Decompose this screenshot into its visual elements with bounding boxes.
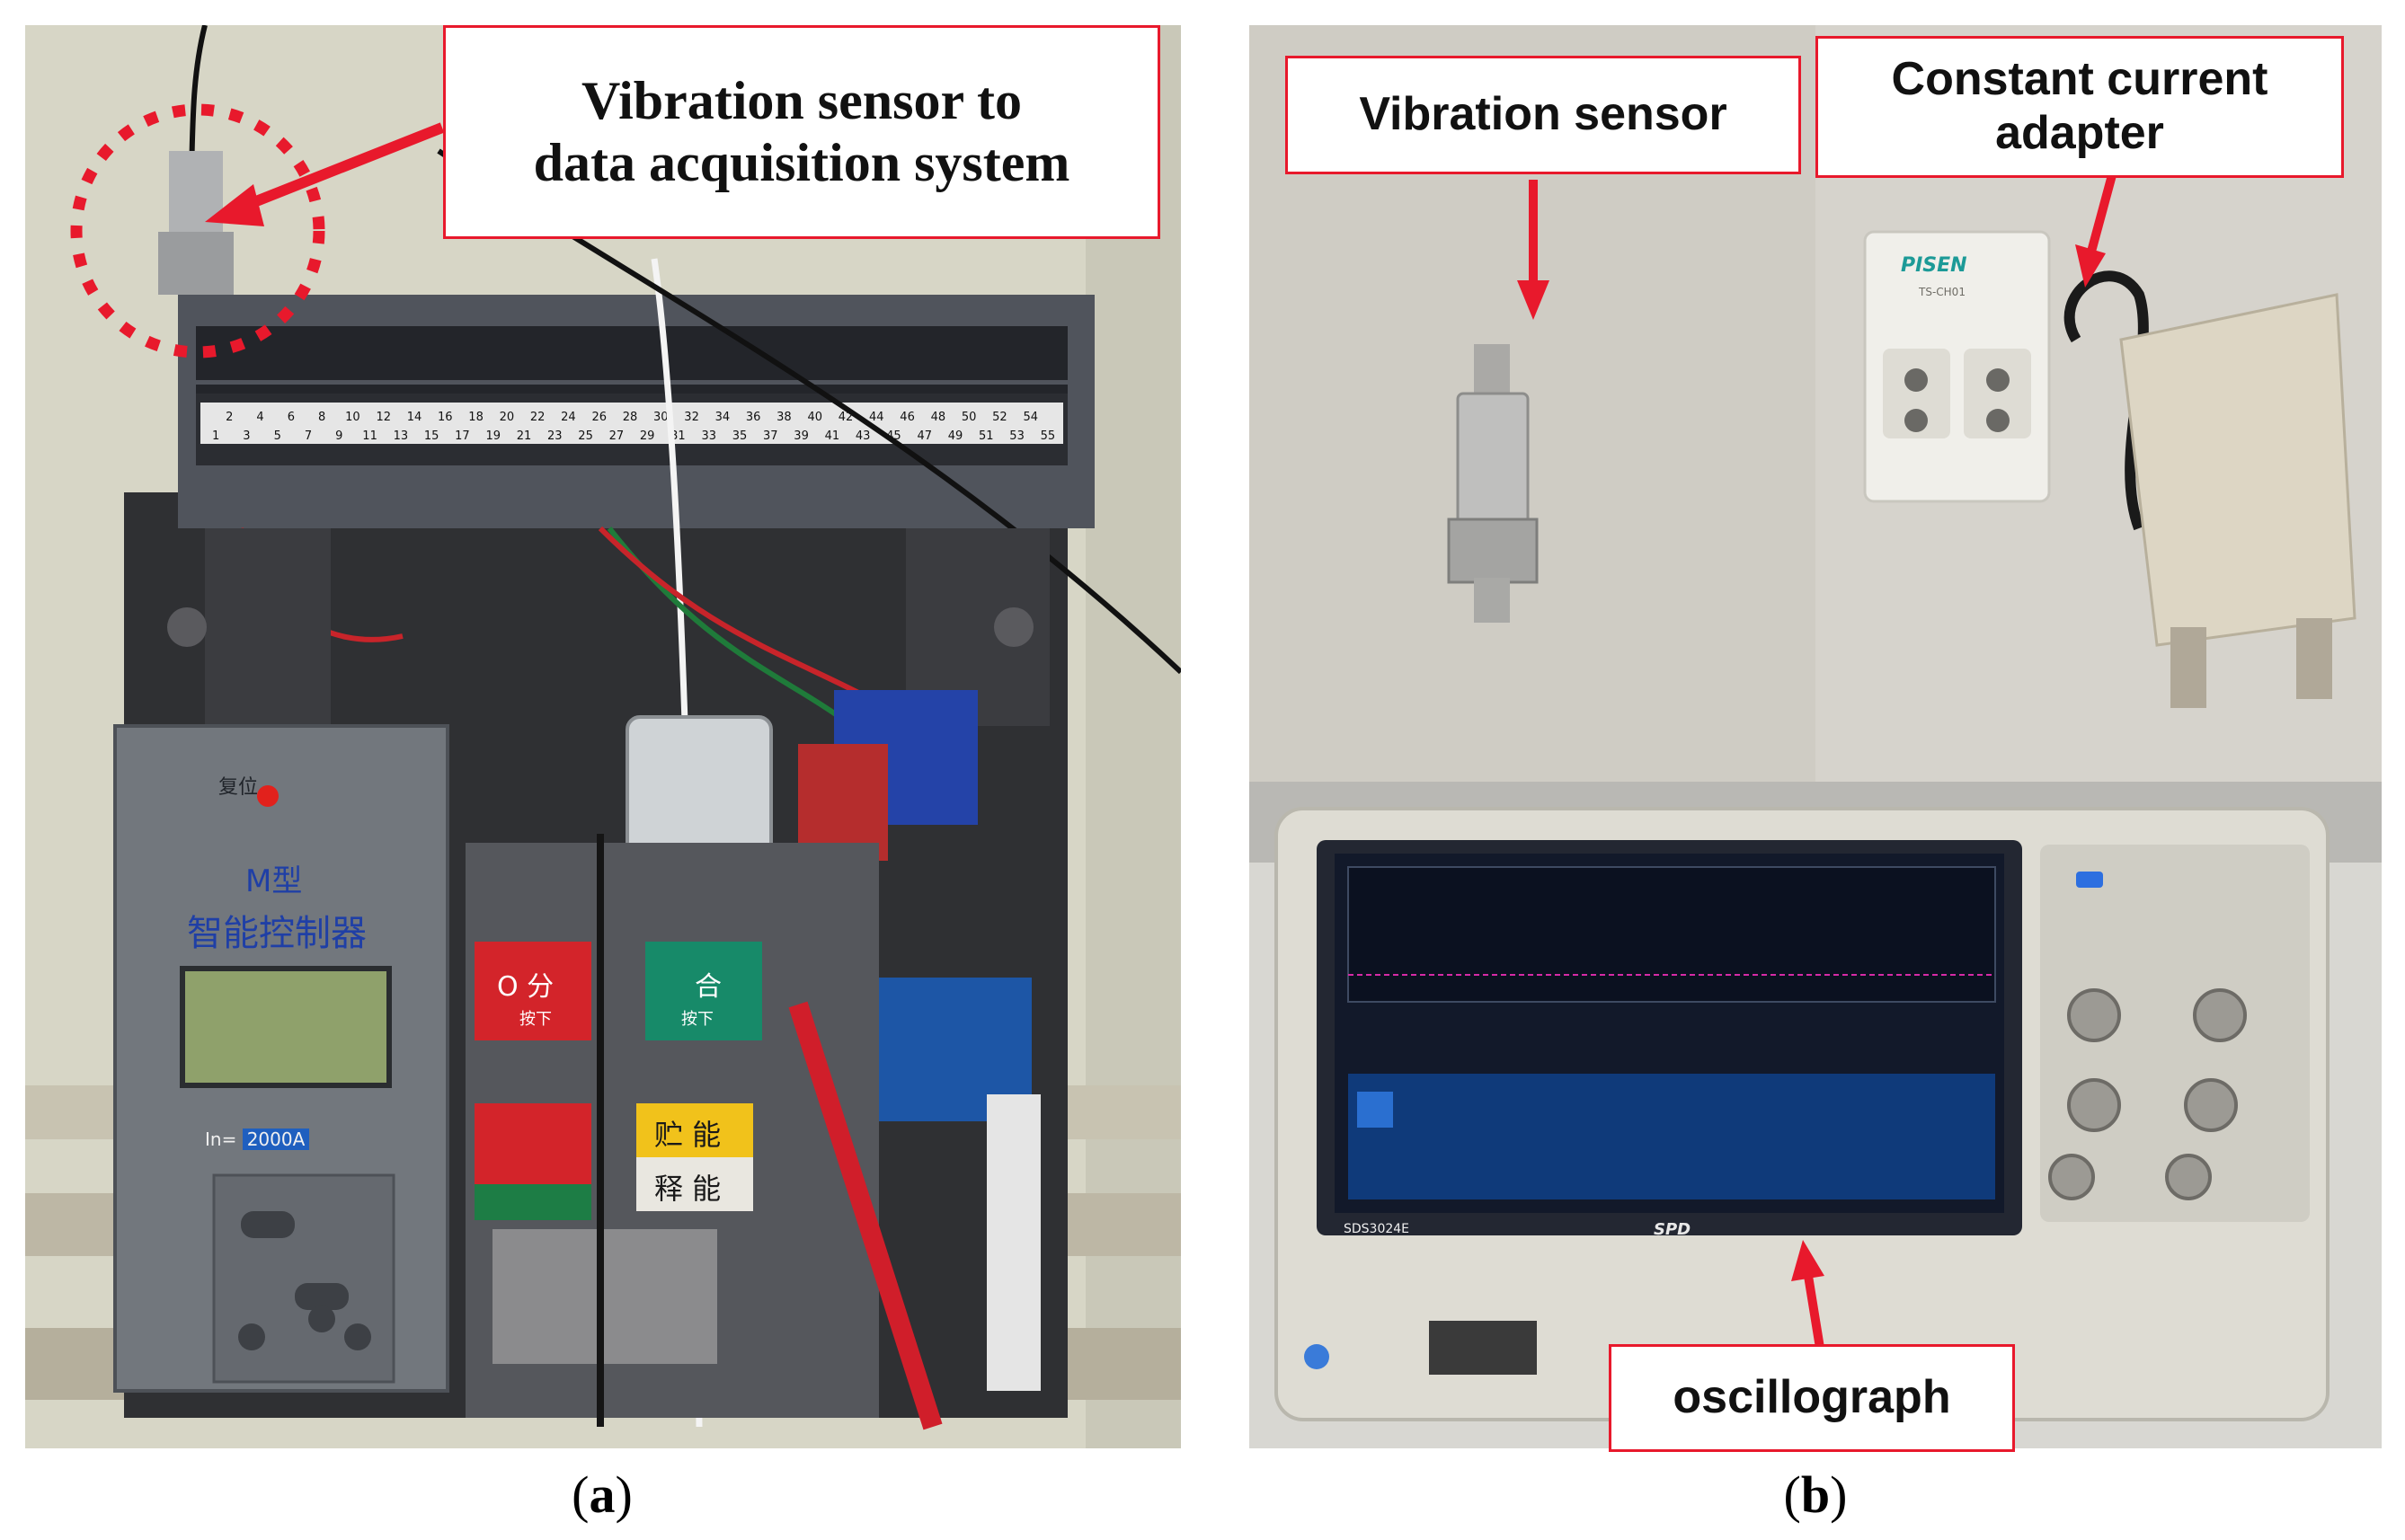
- terminal-number-top: 22: [530, 411, 546, 424]
- open-button-label: O 分: [497, 971, 555, 1003]
- callout-vibration-sensor: Vibration sensor: [1285, 56, 1801, 174]
- terminal-number-top: 26: [591, 411, 607, 424]
- terminal-strip-background: [200, 403, 1063, 444]
- controller-name: 智能控制器: [187, 913, 367, 954]
- panel-letter-b: b: [1800, 1465, 1831, 1524]
- terminal-number-top: 6: [288, 411, 295, 424]
- terminal-number-bottom: 41: [825, 429, 840, 443]
- terminal-number-bottom: 23: [547, 429, 563, 443]
- terminal-number-top: 36: [746, 411, 761, 424]
- terminal-number-bottom: 43: [856, 429, 871, 443]
- terminal-number-top: 24: [561, 411, 576, 424]
- terminal-number-top: 30: [653, 411, 669, 424]
- callout-constant-current-adapter: Constant current adapter: [1815, 36, 2344, 178]
- callout-oscillograph: oscillograph: [1609, 1344, 2015, 1452]
- terminal-number-top: 18: [468, 411, 484, 424]
- scope-up-arrow-head: [1791, 1240, 1824, 1281]
- terminal-number-top: 32: [684, 411, 699, 424]
- terminal-number-bottom: 33: [701, 429, 716, 443]
- callout-vibration-sensor-to-daq: Vibration sensor to data acquisition sys…: [443, 25, 1160, 239]
- in-label-text: In=: [205, 1128, 237, 1150]
- in-label: In= 2000A: [205, 1128, 310, 1150]
- released-label: 释 能: [654, 1172, 722, 1206]
- terminal-number-bottom: 3: [243, 429, 250, 443]
- terminal-number-bottom: 39: [794, 429, 809, 443]
- scope-brand: SPD: [1654, 1220, 1691, 1239]
- terminal-number-top: 8: [318, 411, 325, 424]
- terminal-number-bottom: 1: [212, 429, 219, 443]
- panel-label-b: (b): [1783, 1465, 1848, 1524]
- terminal-number-top: 40: [807, 411, 822, 424]
- terminal-number-top: 46: [900, 411, 915, 424]
- terminal-number-top: 14: [407, 411, 422, 424]
- terminal-number-top: 34: [715, 411, 731, 424]
- adapter-brand: PISEN: [1901, 254, 1967, 277]
- terminal-number-top: 12: [376, 411, 391, 424]
- terminal-number-top: 38: [777, 411, 792, 424]
- terminal-number-bottom: 25: [578, 429, 593, 443]
- callout-line-2: data acquisition system: [533, 133, 1070, 192]
- terminal-number-bottom: 51: [979, 429, 994, 443]
- terminal-number-bottom: 37: [763, 429, 778, 443]
- terminal-number-bottom: 7: [305, 429, 312, 443]
- terminal-number-top: 16: [438, 411, 453, 424]
- scope-model: SDS3024E: [1344, 1222, 1410, 1236]
- sensor-highlight-circle: [70, 103, 325, 358]
- open-button-sublabel: 按下: [519, 1010, 552, 1029]
- terminal-number-bottom: 13: [394, 429, 409, 443]
- adapter-down-arrow-head: [2075, 244, 2106, 288]
- adapter-model: TS-CH01: [1919, 286, 1966, 298]
- close-button-sublabel: 按下: [681, 1010, 714, 1029]
- terminal-number-bottom: 53: [1009, 429, 1025, 443]
- terminal-number-bottom: 35: [732, 429, 748, 443]
- terminal-number-top: 54: [1023, 411, 1038, 424]
- close-button-label: 合: [695, 971, 722, 1003]
- controller-model: M型: [245, 863, 303, 899]
- scope-up-arrow: [1804, 1275, 1824, 1349]
- terminal-number-top: 20: [500, 411, 515, 424]
- terminal-number-bottom: 29: [640, 429, 655, 443]
- terminal-number-bottom: 47: [917, 429, 932, 443]
- terminal-number-bottom: 27: [609, 429, 625, 443]
- sensor-down-arrow-head: [1517, 280, 1549, 320]
- callout-line-1: Vibration sensor to: [581, 71, 1023, 130]
- terminal-number-top: 10: [345, 411, 360, 424]
- terminal-number-bottom: 11: [362, 429, 377, 443]
- terminal-number-bottom: 9: [335, 429, 342, 443]
- terminal-number-top: 4: [256, 411, 263, 424]
- terminal-number-top: 50: [962, 411, 977, 424]
- terminal-number-top: 48: [931, 411, 946, 424]
- terminal-number-bottom: 17: [455, 429, 470, 443]
- adapter-callout-line-1: Constant current: [1891, 53, 2268, 106]
- sensor-arrow: [240, 122, 445, 212]
- charged-label: 贮 能: [654, 1118, 722, 1152]
- terminal-number-bottom: 49: [948, 429, 963, 443]
- terminal-number-bottom: 55: [1041, 429, 1056, 443]
- terminal-number-top: 2: [226, 411, 233, 424]
- sensor-arrow-head: [205, 184, 264, 226]
- terminal-number-top: 28: [623, 411, 638, 424]
- panel-label-a: (a): [572, 1465, 633, 1524]
- terminal-number-top: 44: [869, 411, 884, 424]
- terminal-number-top: 52: [992, 411, 1007, 424]
- terminal-number-bottom: 19: [485, 429, 501, 443]
- adapter-callout-line-2: adapter: [1995, 107, 2164, 159]
- reset-label: 复位: [218, 776, 259, 799]
- terminal-number-bottom: 21: [517, 429, 532, 443]
- terminal-number-bottom: 15: [424, 429, 439, 443]
- terminal-number-bottom: 5: [274, 429, 281, 443]
- adapter-down-arrow: [2087, 173, 2117, 253]
- in-value-badge: 2000A: [242, 1128, 310, 1150]
- panel-letter-a: a: [589, 1465, 616, 1524]
